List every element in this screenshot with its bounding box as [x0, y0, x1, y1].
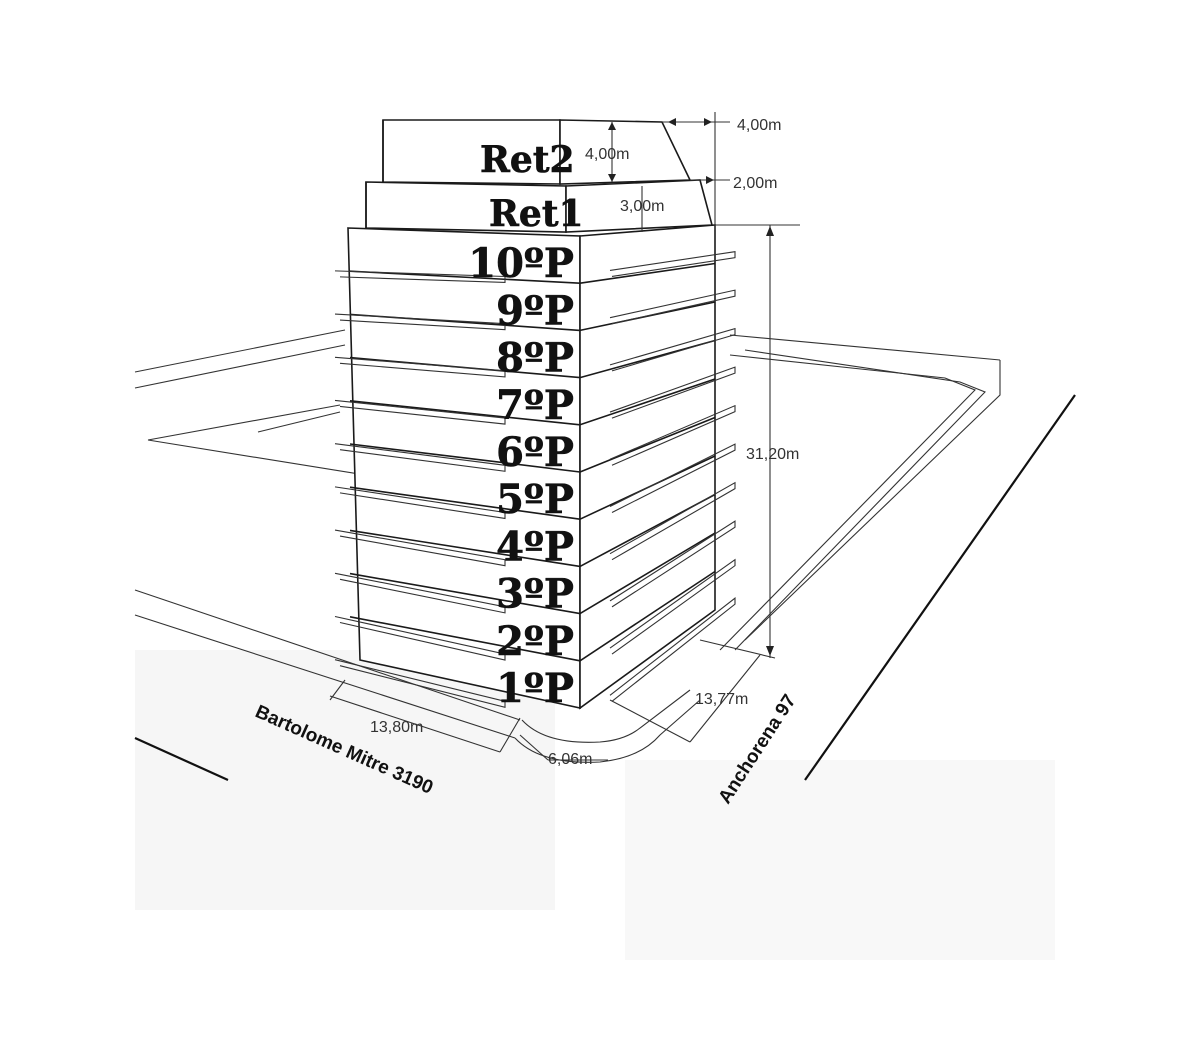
floor-division-left: [349, 529, 581, 568]
balcony-right: [609, 251, 736, 278]
balcony-left: [334, 270, 506, 284]
balcony-right: [609, 327, 736, 372]
setback-label-ret2: Ret2: [480, 139, 575, 181]
floor-division-right: [579, 378, 716, 426]
balcony-left: [334, 659, 506, 708]
floor-label: 2ºP: [496, 618, 574, 665]
balcony-left: [334, 399, 506, 425]
balcony-right: [609, 558, 736, 655]
floor-label: 4ºP: [496, 523, 574, 570]
floor-division-right: [579, 570, 716, 662]
dim-ret2-height: 4,00m: [585, 146, 629, 163]
floor-label: 9ºP: [496, 287, 574, 334]
balcony-right: [609, 404, 736, 466]
dim-front-width: 13,80m: [370, 719, 423, 736]
background-noise: [135, 650, 1055, 960]
balcony-right: [609, 443, 736, 513]
floor-division-right: [579, 532, 716, 615]
floor-division-left: [349, 572, 581, 615]
setback-label-ret1: Ret1: [489, 193, 584, 235]
balcony-right: [609, 366, 736, 419]
floor-division-left: [349, 486, 581, 520]
balcony-left: [334, 356, 506, 378]
dim-ret1-setback: 2,00m: [733, 175, 777, 192]
balcony-right: [609, 481, 736, 561]
floor-division-right: [579, 262, 716, 284]
floor-label: 1ºP: [496, 665, 574, 712]
balcony-left: [334, 529, 506, 567]
floor-division-left: [349, 443, 581, 473]
balcony-left: [334, 486, 506, 520]
balcony-right: [609, 520, 736, 608]
balcony-right: [609, 289, 736, 325]
floor-label: 5ºP: [496, 476, 574, 523]
floor-lines: [334, 251, 736, 708]
dim-ret1-height: 3,00m: [620, 198, 664, 215]
floor-label: 8ºP: [496, 335, 574, 382]
dim-side-width: 13,77m: [695, 691, 748, 708]
tower: [347, 119, 716, 710]
floor-label: 7ºP: [496, 382, 574, 429]
floor-label: 6ºP: [496, 429, 574, 476]
floor-division-left: [349, 616, 581, 662]
dimension-lines: [329, 112, 800, 761]
balcony-left: [334, 615, 506, 661]
floor-division-right: [579, 416, 716, 473]
floor-label: 3ºP: [496, 571, 574, 618]
balcony-left: [334, 313, 506, 331]
dim-corner-width: 6,06m: [548, 751, 592, 768]
dim-ret2-setback: 4,00m: [737, 117, 781, 134]
dim-total-height: 31,20m: [746, 446, 799, 463]
balcony-right: [609, 597, 736, 702]
floor-division-left: [349, 270, 581, 284]
floor-division-left: [349, 400, 581, 426]
floor-label: 10ºP: [468, 240, 574, 287]
balcony-left: [334, 443, 506, 472]
balcony-left: [334, 572, 506, 614]
site-outline: [134, 329, 1076, 782]
